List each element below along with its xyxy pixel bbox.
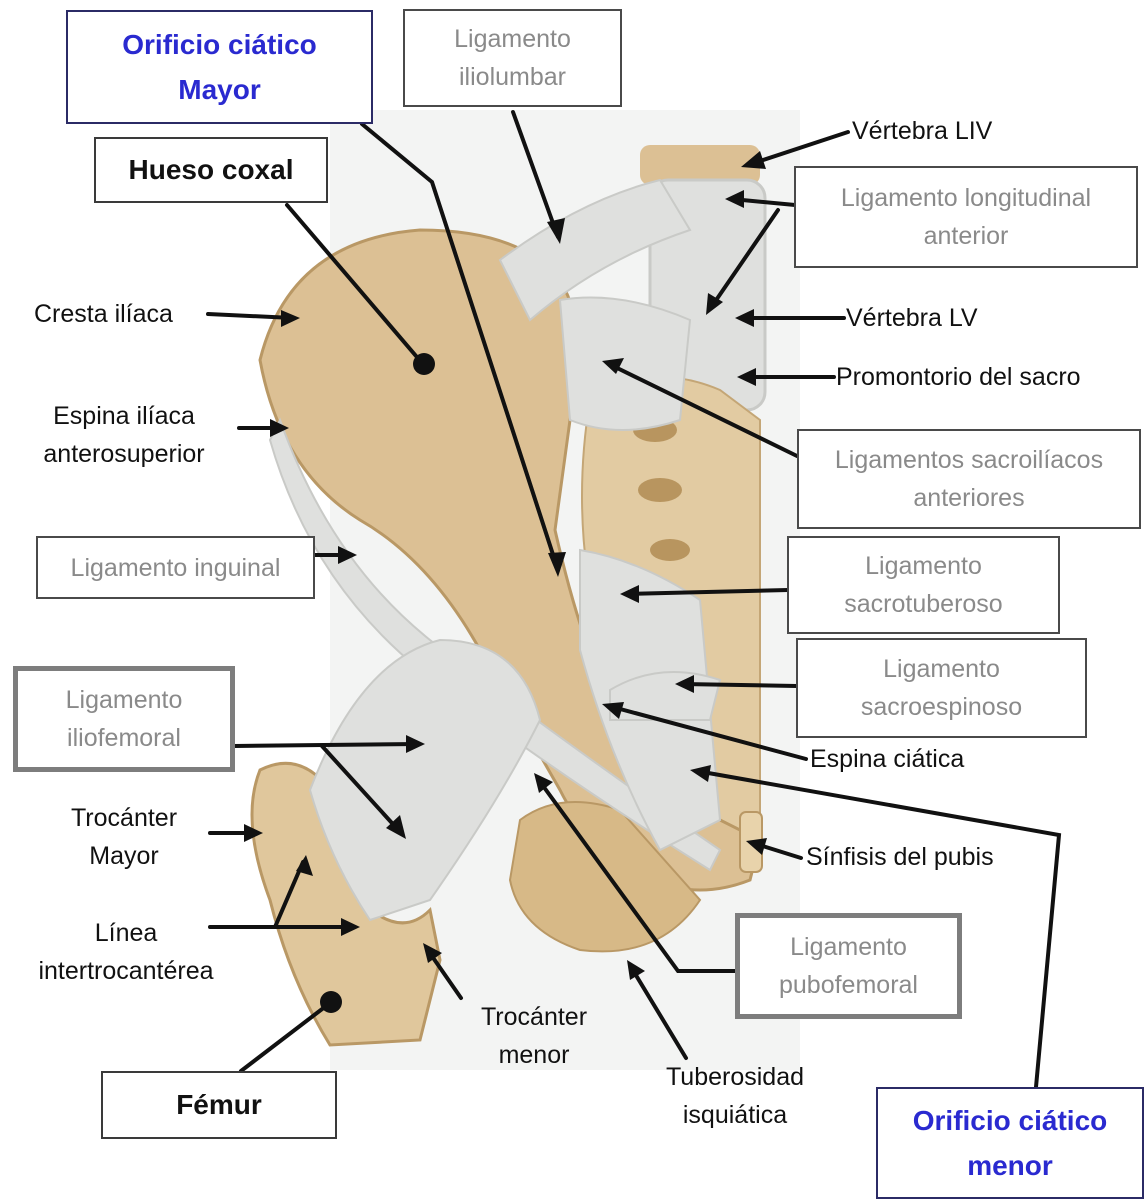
longitudinal-line2: anterior [924,217,1009,255]
trocanter-mayor-line2: Mayor [48,837,200,875]
cresta-text: Cresta ilíaca [34,295,173,333]
espina-ciatica-text: Espina ciática [810,740,964,778]
espina-iliaca-label: Espina ilíaca anterosuperior [11,397,237,473]
orificio-menor-line2: menor [967,1143,1053,1188]
orificio-mayor-line2: Mayor [178,67,260,112]
iliolumbar-line1: Ligamento [454,20,571,58]
hueso-coxal-box: Hueso coxal [94,137,328,203]
trocanter-mayor-line1: Trocánter [48,799,200,837]
iliofemoral-line2: iliofemoral [67,719,181,757]
tuberosidad-label: Tuberosidad isquiática [640,1058,830,1134]
trocanter-menor-line1: Trocánter [458,998,610,1036]
sacrotuberoso-box: Ligamento sacrotuberoso [787,536,1060,634]
femur-dot [320,991,342,1013]
espina-iliaca-line1: Espina ilíaca [11,397,237,435]
inguinal-line1: Ligamento inguinal [71,549,281,587]
sacrotuberoso-line1: Ligamento [865,547,982,585]
espina-ciatica-label: Espina ciática [810,740,964,778]
orificio-mayor-box: Orificio ciático Mayor [66,10,373,124]
leader-iliofemoral-a [234,744,418,746]
iliofemoral-line1: Ligamento [66,681,183,719]
linea-line2: intertrocantérea [12,952,240,990]
sacroespinoso-line1: Ligamento [883,650,1000,688]
orificio-mayor-line1: Orificio ciático [122,22,317,67]
hueso-coxal-label: Hueso coxal [129,151,294,189]
vertebra-liv-label: Vértebra LIV [852,112,992,150]
linea-line1: Línea [12,914,240,952]
promontorio-label: Promontorio del sacro [836,358,1081,396]
sinfisis-label: Sínfisis del pubis [806,838,994,876]
tuberosidad-line1: Tuberosidad [640,1058,830,1096]
femur-label: Fémur [176,1086,262,1124]
hueso-coxal-dot [413,353,435,375]
femur-box: Fémur [101,1071,337,1139]
sacroespinoso-line2: sacroespinoso [861,688,1022,726]
pubofemoral-box: Ligamento pubofemoral [735,913,962,1019]
cresta-label: Cresta ilíaca [34,295,173,333]
sacroespinoso-box: Ligamento sacroespinoso [796,638,1087,738]
pubofemoral-line2: pubofemoral [779,966,918,1004]
longitudinal-anterior-box: Ligamento longitudinal anterior [794,166,1138,268]
pubofemoral-line1: Ligamento [790,928,907,966]
vertebra-lv-label: Vértebra LV [846,299,978,337]
tuberosidad-line2: isquiática [640,1096,830,1134]
trocanter-menor-label: Trocánter menor [458,998,610,1074]
sacroiliac-ligament-shape [560,298,690,431]
leader-femur [241,1003,330,1071]
linea-label: Línea intertrocantérea [12,914,240,990]
iliofemoral-box: Ligamento iliofemoral [13,666,235,772]
inguinal-box: Ligamento inguinal [36,536,315,599]
espina-iliaca-line2: anterosuperior [11,435,237,473]
iliolumbar-line2: iliolumbar [459,58,566,96]
sacroiliacos-line1: Ligamentos sacroilíacos [835,441,1103,479]
vertebra-liv-text: Vértebra LIV [852,112,992,150]
sacroiliacos-line2: anteriores [913,479,1024,517]
sinfisis-text: Sínfisis del pubis [806,838,994,876]
promontorio-text: Promontorio del sacro [836,358,1081,396]
longitudinal-line1: Ligamento longitudinal [841,179,1091,217]
orificio-menor-box: Orificio ciático menor [876,1087,1144,1199]
orificio-menor-line1: Orificio ciático [913,1098,1108,1143]
sacroiliacos-box: Ligamentos sacroilíacos anteriores [797,429,1141,529]
trocanter-mayor-label: Trocánter Mayor [48,799,200,875]
vertebra-lv-text: Vértebra LV [846,299,978,337]
sacrotuberoso-line2: sacrotuberoso [844,585,1002,623]
trocanter-menor-line2: menor [458,1036,610,1074]
iliolumbar-box: Ligamento iliolumbar [403,9,622,107]
leader-sacroespinoso [682,684,797,686]
